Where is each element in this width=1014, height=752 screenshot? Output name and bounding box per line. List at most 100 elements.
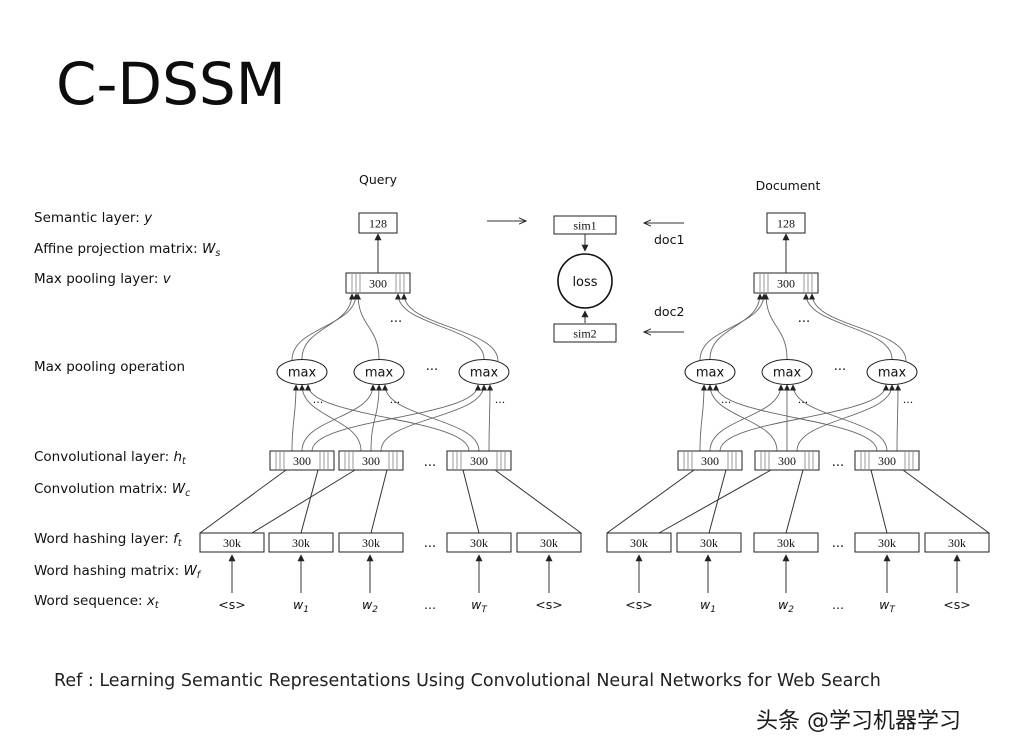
document-max-node-1 — [684, 359, 736, 385]
layer-label-hash: Word hashing layer: ft — [34, 531, 183, 549]
document-conv-ellipsis: ... — [832, 455, 844, 470]
document-hash-box-2 — [676, 532, 742, 553]
document-conv-box-2 — [754, 450, 820, 471]
document-word-6: <s> — [943, 597, 970, 612]
document-pool-curve — [808, 293, 907, 362]
document-max-sub-ellipsis: ... — [903, 393, 914, 406]
document-max-curve — [709, 384, 785, 452]
document-max-node-3 — [866, 359, 918, 385]
query-hash-box-5 — [516, 532, 582, 553]
watermark: 头条 @学习机器学习 — [756, 709, 961, 734]
document-hash-box-2-label: 30k — [700, 536, 718, 550]
query-pool-box-label: 300 — [369, 277, 387, 291]
document-hash-box-1 — [606, 532, 672, 553]
query-conv-line — [462, 469, 480, 534]
query-conv-box-1-label: 300 — [293, 454, 311, 468]
document-hash-ellipsis: ... — [832, 536, 844, 551]
document-max-sub-ellipsis: ... — [721, 393, 732, 406]
document-word-1: <s> — [625, 597, 652, 612]
document-conv-line — [658, 469, 772, 534]
query-max-curve — [486, 384, 494, 452]
sim1-box-label: sim1 — [573, 219, 596, 233]
document-word-4: ... — [832, 597, 844, 612]
document-conv-line — [902, 469, 990, 534]
document-max-curve — [789, 384, 888, 452]
document-max-node-2-label: max — [773, 366, 802, 381]
document-hash-box-3-label: 30k — [777, 536, 795, 550]
document-hash-box-3 — [753, 532, 819, 553]
slide-title: C-DSSM — [56, 50, 286, 118]
document-word-5: wT — [879, 597, 896, 615]
query-hash-box-3 — [338, 532, 404, 553]
query-max-curve — [298, 384, 362, 452]
document-conv-line — [606, 469, 695, 534]
document-hash-box-1-label: 30k — [630, 536, 648, 550]
query-pool-ellipsis: ... — [390, 311, 402, 326]
query-word-4: ... — [424, 597, 436, 612]
document-hash-box-5-label: 30k — [948, 536, 966, 550]
query-max-sub-ellipsis: ... — [313, 393, 324, 406]
query-hash-box-5-label: 30k — [540, 536, 558, 550]
query-max-node-3 — [458, 359, 510, 385]
document-max-node-2 — [761, 359, 813, 385]
document-pool-curve — [762, 293, 788, 360]
document-max-curve — [894, 384, 902, 452]
document-max-curve — [796, 384, 896, 452]
query-hash-box-1-label: 30k — [223, 536, 241, 550]
query-pool-curve — [291, 293, 360, 361]
query-conv-line — [199, 469, 287, 534]
document-semantic-box — [766, 212, 806, 234]
query-conv-line — [251, 469, 356, 534]
document-word-2: w1 — [700, 597, 716, 615]
layer-label-affine: Affine projection matrix: Ws — [34, 241, 220, 259]
document-conv-line — [785, 469, 804, 534]
query-pool-curve — [400, 293, 499, 362]
query-hash-box-3-label: 30k — [362, 536, 380, 550]
document-pool-curve — [709, 293, 764, 360]
doc1-label: doc1 — [654, 232, 684, 247]
query-conv-box-2-label: 300 — [362, 454, 380, 468]
query-conv-box-1 — [269, 450, 335, 471]
document-pool-curve — [802, 293, 893, 360]
query-hash-ellipsis: ... — [424, 536, 436, 551]
query-max-sub-ellipsis: ... — [390, 393, 401, 406]
layer-label-maxpool-op: Max pooling operation — [34, 359, 185, 375]
query-conv-box-3 — [446, 450, 512, 471]
document-conv-line — [870, 469, 888, 534]
sim2-box-label: sim2 — [573, 327, 596, 341]
layer-label-wordseq: Word sequence: xt — [34, 593, 160, 611]
query-max-node-1 — [276, 359, 328, 385]
query-word-1: <s> — [218, 597, 245, 612]
layer-label-semantic: Semantic layer: y — [34, 210, 153, 226]
document-conv-box-2-label: 300 — [778, 454, 796, 468]
query-max-ellipsis: ... — [426, 359, 438, 374]
document-max-node-1-label: max — [696, 366, 725, 381]
query-max-curve — [370, 384, 383, 452]
query-tower-title: Query — [359, 172, 398, 187]
query-pool-box — [345, 272, 411, 294]
document-conv-box-1-label: 300 — [701, 454, 719, 468]
document-pool-box — [753, 272, 819, 294]
query-pool-curve — [354, 293, 380, 360]
query-max-curve — [304, 384, 470, 452]
query-conv-line — [300, 469, 319, 534]
query-hash-box-2 — [268, 532, 334, 553]
document-max-curve — [719, 384, 890, 452]
document-hash-box-4-label: 30k — [878, 536, 896, 550]
document-conv-box-3 — [854, 450, 920, 471]
query-max-curve — [301, 384, 377, 452]
query-hash-box-2-label: 30k — [292, 536, 310, 550]
document-max-curve — [699, 384, 708, 452]
document-semantic-box-label: 128 — [777, 217, 795, 231]
query-word-3: w2 — [362, 597, 378, 615]
query-max-sub-ellipsis: ... — [495, 393, 506, 406]
query-max-node-1-label: max — [288, 366, 317, 381]
query-pool-curve — [301, 293, 356, 360]
document-conv-box-3-label: 300 — [878, 454, 896, 468]
document-conv-line — [708, 469, 727, 534]
query-max-node-2-label: max — [365, 366, 394, 381]
document-max-node-3-label: max — [878, 366, 907, 381]
query-conv-box-3-label: 300 — [470, 454, 488, 468]
query-max-node-2 — [353, 359, 405, 385]
